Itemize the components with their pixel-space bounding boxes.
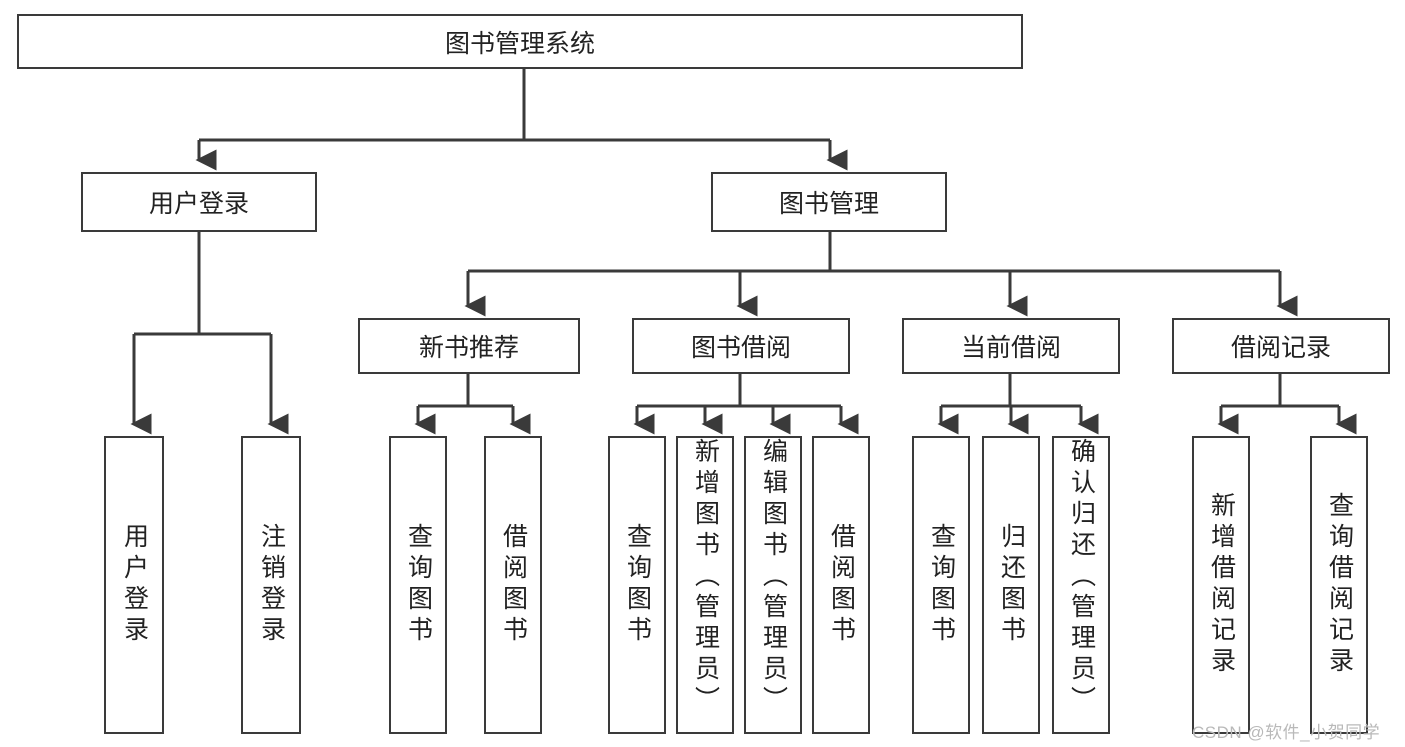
- node-book-borrow[interactable]: 图书借阅: [632, 318, 850, 374]
- node-book-manage-label: 图书管理: [778, 190, 879, 218]
- node-leaf-add-record[interactable]: 新增借阅记录: [1192, 436, 1250, 734]
- node-leaf-edit-book[interactable]: 编辑图书（管理员）: [744, 436, 802, 734]
- node-leaf-query-book-3[interactable]: 查询图书: [912, 436, 970, 734]
- node-book-manage[interactable]: 图书管理: [711, 172, 947, 232]
- node-leaf-logout-label: 注销登录: [257, 523, 286, 647]
- node-current-borrow-label: 当前借阅: [960, 334, 1061, 362]
- node-user-login-label: 用户登录: [148, 190, 249, 218]
- node-leaf-query-book-2[interactable]: 查询图书: [608, 436, 666, 734]
- node-leaf-confirm-return-label: 确认归还（管理员）: [1067, 438, 1096, 717]
- node-leaf-borrow-book-1[interactable]: 借阅图书: [484, 436, 542, 734]
- node-leaf-query-record[interactable]: 查询借阅记录: [1310, 436, 1368, 734]
- node-leaf-add-book-label: 新增图书（管理员）: [691, 438, 720, 717]
- node-leaf-user-login-label: 用户登录: [120, 523, 149, 647]
- node-leaf-edit-book-label: 编辑图书（管理员）: [759, 438, 788, 717]
- node-leaf-return-book-label: 归还图书: [997, 523, 1026, 647]
- node-leaf-confirm-return[interactable]: 确认归还（管理员）: [1052, 436, 1110, 734]
- node-borrow-record[interactable]: 借阅记录: [1172, 318, 1390, 374]
- node-leaf-query-book-1-label: 查询图书: [404, 523, 433, 647]
- node-leaf-query-record-label: 查询借阅记录: [1325, 492, 1354, 678]
- node-leaf-user-login[interactable]: 用户登录: [104, 436, 164, 734]
- node-leaf-query-book-1[interactable]: 查询图书: [389, 436, 447, 734]
- node-borrow-record-label: 借阅记录: [1230, 334, 1331, 362]
- node-leaf-add-record-label: 新增借阅记录: [1207, 492, 1236, 678]
- node-leaf-query-book-3-label: 查询图书: [927, 523, 956, 647]
- node-current-borrow[interactable]: 当前借阅: [902, 318, 1120, 374]
- csdn-watermark: CSDN @软件_小贺同学: [1192, 723, 1381, 742]
- node-leaf-borrow-book-2[interactable]: 借阅图书: [812, 436, 870, 734]
- node-user-login[interactable]: 用户登录: [81, 172, 317, 232]
- node-root-label: 图书管理系统: [444, 29, 595, 58]
- node-leaf-add-book[interactable]: 新增图书（管理员）: [676, 436, 734, 734]
- node-new-book-rec[interactable]: 新书推荐: [358, 318, 580, 374]
- node-leaf-logout[interactable]: 注销登录: [241, 436, 301, 734]
- node-book-borrow-label: 图书借阅: [690, 334, 791, 362]
- node-root[interactable]: 图书管理系统: [17, 14, 1023, 69]
- node-leaf-borrow-book-2-label: 借阅图书: [827, 523, 856, 647]
- node-leaf-borrow-book-1-label: 借阅图书: [499, 523, 528, 647]
- node-leaf-query-book-2-label: 查询图书: [623, 523, 652, 647]
- node-new-book-rec-label: 新书推荐: [418, 334, 519, 362]
- node-leaf-return-book[interactable]: 归还图书: [982, 436, 1040, 734]
